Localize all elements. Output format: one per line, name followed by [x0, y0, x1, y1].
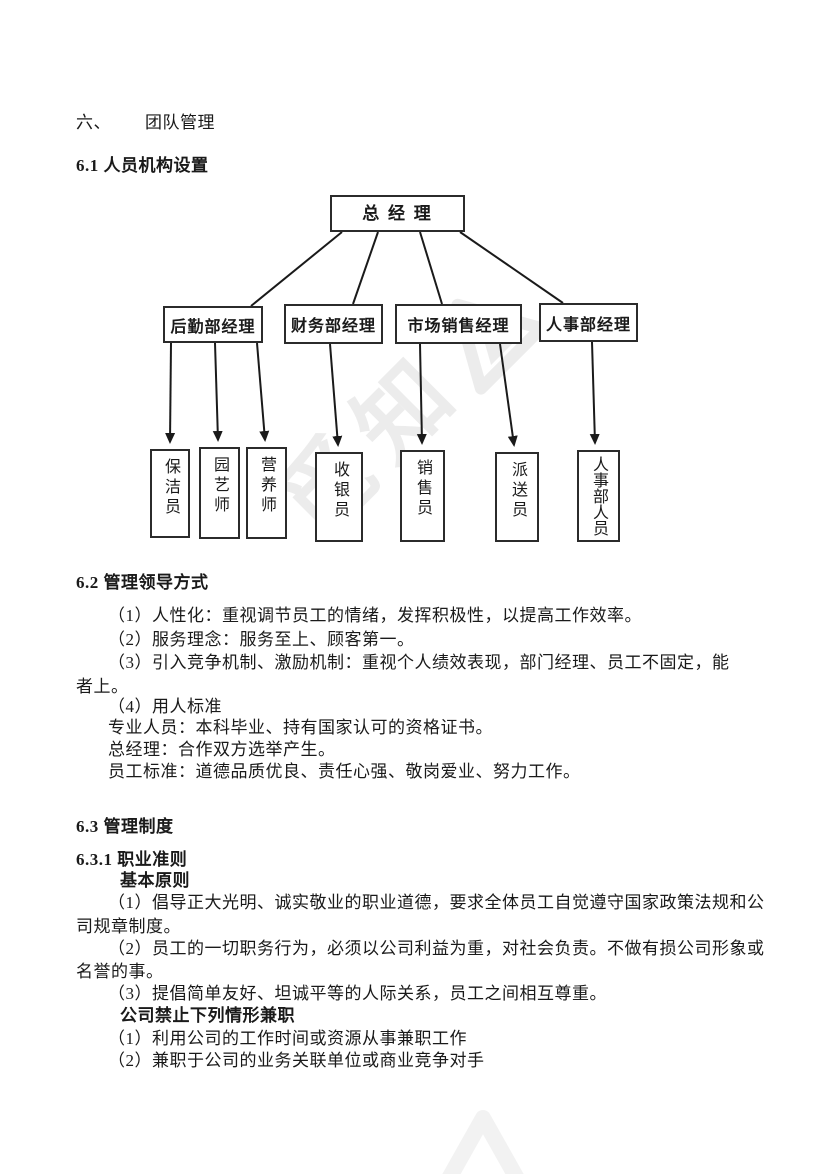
org-node-salesperson: 销售员 — [400, 450, 445, 542]
subsection-heading-6-3-1: 6.3.1 职业准则 — [76, 850, 188, 869]
paragraph-line: （3）引入竞争机制、激励机制：重视个人绩效表现，部门经理、员工不固定，能 — [108, 653, 730, 672]
paragraph-line: （1）人性化：重视调节员工的情绪，发挥积极性，以提高工作效率。 — [108, 606, 642, 625]
paragraph-line: （2）兼职于公司的业务关联单位或商业竞争对手 — [108, 1051, 485, 1070]
org-node-courier: 派送员 — [495, 452, 539, 542]
paragraph-line: （2）员工的一切职务行为，必须以公司利益为重，对社会负责。不做有损公司形象或 — [108, 939, 765, 958]
paragraph-line: 司规章制度。 — [76, 917, 181, 936]
org-node-cashier: 收银员 — [315, 452, 363, 542]
org-node-finance-manager: 财务部经理 — [284, 304, 383, 344]
watermark-bottom-logo-icon — [442, 1110, 524, 1174]
org-node-logistics-manager: 后勤部经理 — [163, 306, 263, 343]
org-node-marketing-sales-manager: 市场销售经理 — [395, 304, 522, 344]
section-number: 六、 — [76, 113, 111, 132]
org-node-nutritionist: 营养师 — [246, 447, 287, 539]
paragraph-line: 员工标准：道德品质优良、责任心强、敬岗爱业、努力工作。 — [108, 762, 581, 781]
paragraph-line: （2）服务理念：服务至上、顾客第一。 — [108, 630, 415, 649]
paragraph-line: （1）倡导正大光明、诚实敬业的职业道德，要求全体员工自觉遵守国家政策法规和公 — [108, 893, 765, 912]
paragraph-line: 专业人员：本科毕业、持有国家认可的资格证书。 — [108, 718, 493, 737]
org-node-cleaner: 保洁员 — [150, 449, 190, 538]
org-node-general-manager: 总 经 理 — [330, 195, 465, 232]
subsection-heading-6-2: 6.2 管理领导方式 — [76, 573, 209, 592]
paragraph-line: 总经理：合作双方选举产生。 — [108, 740, 336, 759]
paragraph-line: 者上。 — [76, 677, 129, 696]
subsection-heading-6-3: 6.3 管理制度 — [76, 817, 174, 836]
sub-heading-forbidden-moonlighting: 公司禁止下列情形兼职 — [120, 1006, 295, 1025]
sub-heading-basic-principles: 基本原则 — [120, 871, 190, 890]
org-node-gardener: 园艺师 — [199, 447, 240, 539]
org-node-hr-manager: 人事部经理 — [539, 303, 638, 342]
paragraph-line: （4）用人标准 — [108, 697, 222, 716]
paragraph-line: 名誉的事。 — [76, 962, 164, 981]
section-heading: 六、 团队管理 — [76, 113, 215, 133]
paragraph-line: （3）提倡简单友好、坦诚平等的人际关系，员工之间相互尊重。 — [108, 984, 607, 1003]
subsection-heading-6-1: 6.1 人员机构设置 — [76, 156, 209, 175]
org-node-hr-staff: 人事部人员 — [577, 450, 620, 542]
paragraph-line: （1）利用公司的工作时间或资源从事兼职工作 — [108, 1029, 467, 1048]
section-title: 团队管理 — [145, 113, 215, 132]
